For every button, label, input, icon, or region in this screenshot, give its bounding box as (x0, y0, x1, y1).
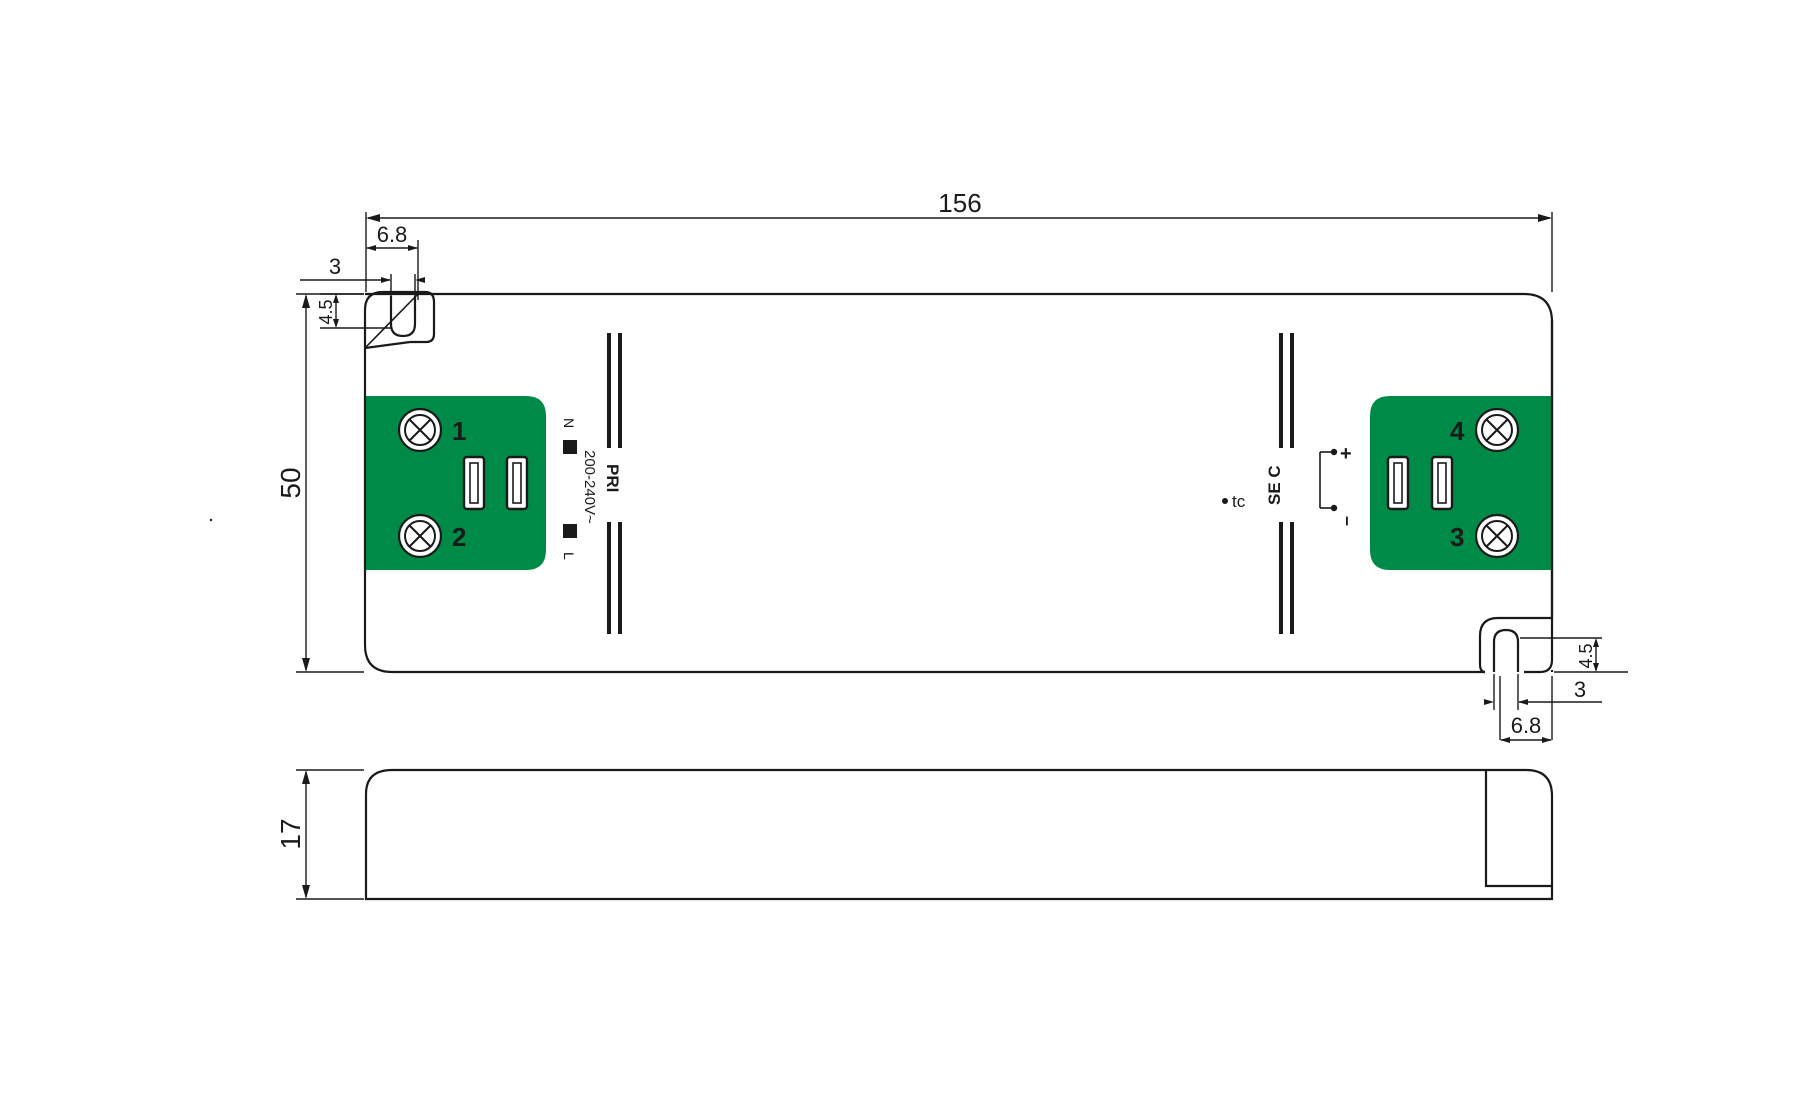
screw-icon-3[interactable] (1474, 513, 1520, 559)
hole-width-bottom-label: 3 (1574, 677, 1586, 702)
hole-depth-top-label: 4.5 (316, 299, 336, 324)
dimension-width (296, 293, 364, 673)
screw-icon-2[interactable] (397, 513, 443, 559)
pin-n-icon (563, 440, 577, 454)
pin-n-label: N (561, 418, 577, 428)
dimension-height (296, 769, 364, 900)
plus-label: + (1340, 443, 1352, 465)
pri-label: PRI (603, 464, 622, 492)
length-label: 156 (938, 188, 981, 218)
dimension-hole-depth-bottom (1520, 637, 1628, 673)
wire-slot-icon[interactable] (1386, 455, 1410, 511)
dimension-hole-width-bottom (1484, 674, 1602, 710)
terminal-4-label: 4 (1450, 416, 1465, 446)
voltage-label: 200-240V~ (581, 450, 598, 524)
secondary-separator (1279, 333, 1294, 634)
hole-offset-top-label: 6.8 (377, 222, 408, 247)
mounting-tab-top-left (363, 290, 436, 350)
terminal-2-label: 2 (452, 522, 466, 552)
side-view-outline (364, 768, 1554, 901)
stray-dot (209, 518, 213, 522)
wire-slot-icon[interactable] (462, 455, 486, 511)
output-polarity-symbol (1319, 448, 1338, 512)
mounting-tab-bottom-right (1478, 616, 1554, 674)
primary-separator (607, 333, 622, 634)
hole-depth-bottom-label: 4.5 (1576, 643, 1596, 668)
screw-icon-4[interactable] (1474, 407, 1520, 453)
tc-point-icon (1222, 498, 1228, 504)
pin-l-icon (563, 524, 577, 538)
dimension-hole-offset-bottom (1499, 676, 1553, 743)
dimension-hole-offset-top (366, 240, 419, 300)
hole-width-top-label: 3 (329, 254, 341, 279)
wire-slot-icon[interactable] (1430, 455, 1454, 511)
width-label: 50 (275, 467, 306, 498)
hole-offset-bottom-label: 6.8 (1511, 713, 1542, 738)
terminal-1-label: 1 (452, 416, 466, 446)
wire-slot-icon[interactable] (505, 455, 529, 511)
terminal-3-label: 3 (1450, 522, 1464, 552)
dimension-hole-width-top (300, 274, 425, 300)
tc-label: tc (1232, 492, 1246, 511)
height-label: 17 (275, 818, 306, 849)
pin-l-label: L (561, 552, 577, 560)
minus-label: – (1338, 516, 1358, 526)
sec-label: SE C (1265, 465, 1284, 505)
screw-icon-1[interactable] (397, 407, 443, 453)
dimension-length (365, 212, 1553, 292)
